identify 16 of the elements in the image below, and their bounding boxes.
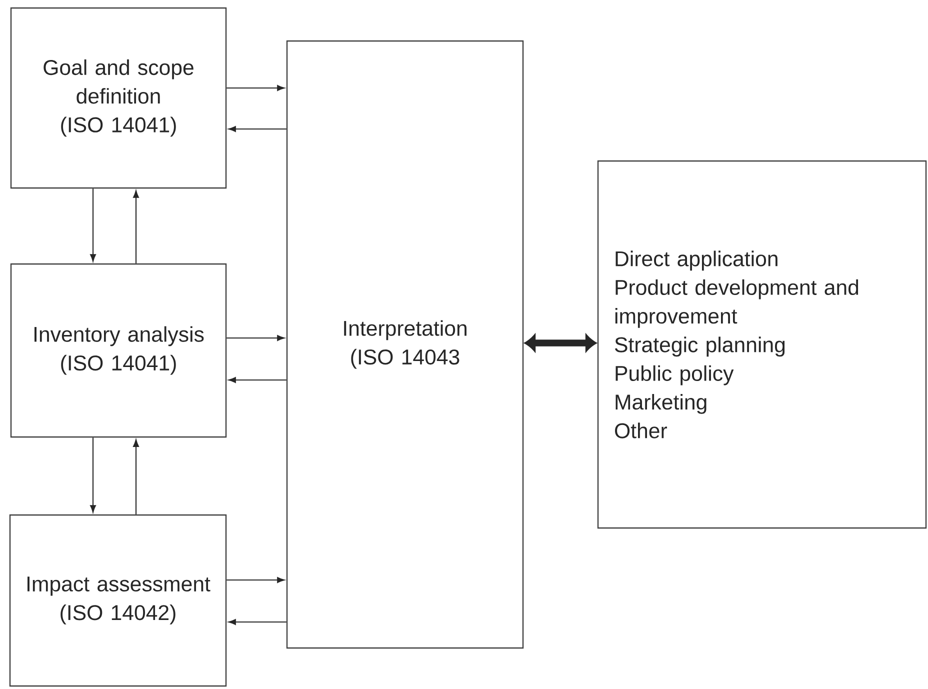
double-arrow (524, 334, 596, 352)
process-box: Impact assessment (ISO 14042) (9, 514, 227, 687)
arrow (90, 438, 96, 513)
arrow (133, 439, 139, 514)
arrow (133, 190, 139, 264)
arrow (226, 85, 285, 91)
arrow (228, 377, 286, 383)
application-list-box: Direct application Product development and improvement Strategic planning Public policy Marketing Other (597, 160, 927, 529)
process-box: Goal and scope definition (ISO 14041) (10, 7, 227, 189)
arrow (228, 126, 286, 132)
arrow (90, 188, 96, 262)
arrow (228, 619, 286, 625)
interpretation-box: Interpretation (ISO 14043 (286, 40, 524, 649)
arrow (226, 335, 285, 341)
process-box: Inventory analysis (ISO 14041) (10, 263, 227, 438)
arrow (226, 577, 285, 583)
